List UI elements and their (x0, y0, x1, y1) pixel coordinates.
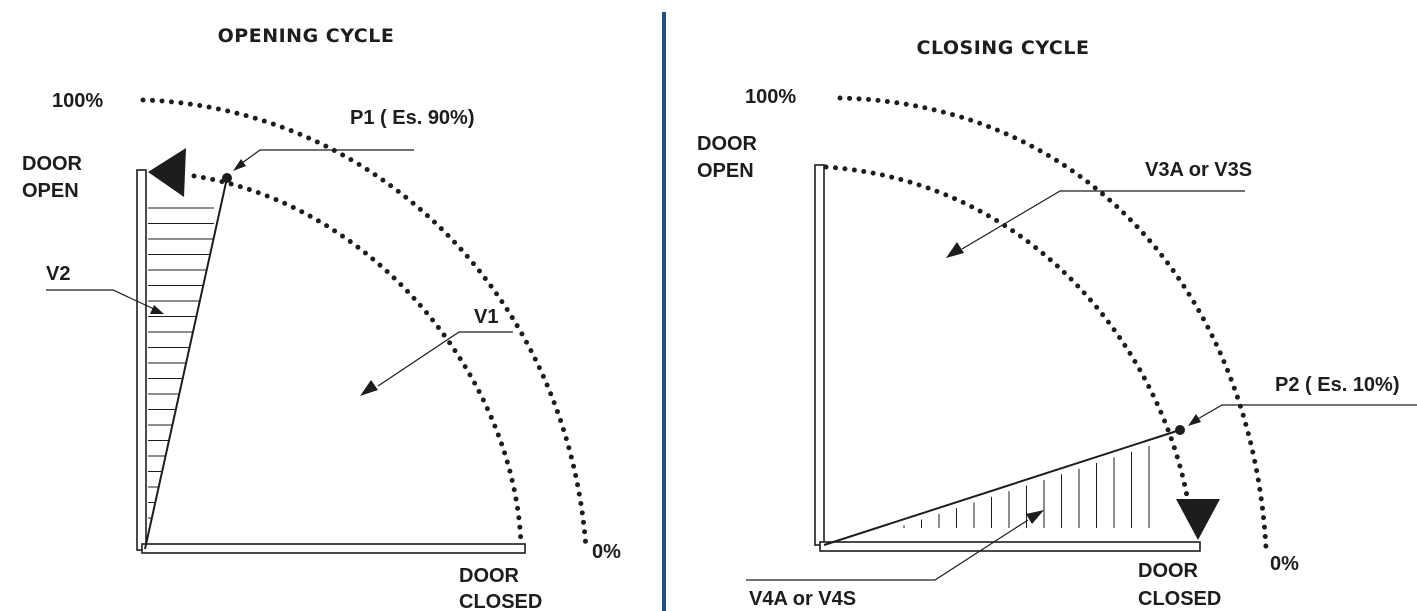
v2-leader-arrow (150, 305, 164, 314)
v2-speed-hatching (148, 207, 214, 519)
p2-leader-line (1195, 404, 1417, 421)
p1-label: P1 ( Es. 90%) (350, 107, 475, 129)
svg-text:OPEN: OPEN (22, 180, 79, 202)
door-open-position (814, 164, 825, 546)
svg-text:CLOSED: CLOSED (1138, 588, 1221, 610)
p1-point (222, 173, 232, 183)
v1-leader-line (377, 331, 513, 387)
opening-cycle-panel: OPENING CYCLE 100% 0% DOOR OPEN DOOR CLO… (22, 25, 621, 611)
closing-cycle-panel: CLOSING CYCLE 100% 0% DOOR OPEN DOOR CLO… (697, 37, 1417, 610)
svg-text:DOOR: DOOR (22, 153, 83, 175)
door-open-label: DOOR OPEN (697, 133, 758, 182)
v2-leader-line (46, 289, 155, 310)
label-100-percent: 100% (745, 86, 796, 108)
opening-title: OPENING CYCLE (218, 25, 395, 47)
svg-text:OPEN: OPEN (697, 160, 754, 182)
door-open-position (136, 169, 147, 551)
closing-title: CLOSING CYCLE (917, 37, 1090, 59)
v3-leader-arrow (946, 242, 964, 258)
v2-label: V2 (46, 263, 70, 285)
svg-text:CLOSED: CLOSED (459, 591, 542, 611)
closing-arrow-head (1176, 499, 1220, 540)
inner-travel-arc (823, 164, 1193, 517)
door-closed-label: DOOR CLOSED (1138, 560, 1221, 610)
v4-ramp-line (823, 429, 1181, 546)
p1-leader-line (237, 149, 414, 167)
opening-arrow-head (148, 148, 186, 197)
v1-label: V1 (474, 306, 498, 328)
svg-text:DOOR: DOOR (1138, 560, 1199, 582)
v4-leader-arrow (1026, 510, 1044, 524)
door-open-label: DOOR OPEN (22, 153, 83, 202)
v4-speed-hatching (903, 446, 1150, 528)
p2-label: P2 ( Es. 10%) (1275, 374, 1400, 396)
v4-label: V4A or V4S (749, 588, 856, 610)
p2-leader-arrow (1188, 414, 1201, 426)
v3-label: V3A or V3S (1145, 159, 1252, 181)
v1-leader-arrow (360, 380, 378, 396)
v3-leader-line (961, 190, 1245, 250)
door-closed-position (141, 543, 526, 554)
door-closed-position (819, 541, 1201, 552)
v4-leader-line (746, 519, 1029, 581)
outer-travel-arc (837, 95, 1269, 551)
v2-ramp-line (144, 177, 228, 550)
svg-text:DOOR: DOOR (697, 133, 758, 155)
label-0-percent: 0% (592, 541, 621, 563)
p2-point (1175, 425, 1185, 435)
label-0-percent: 0% (1270, 553, 1299, 575)
inner-travel-arc (191, 173, 524, 549)
outer-travel-arc (140, 97, 589, 551)
door-closed-label: DOOR CLOSED (459, 565, 542, 611)
label-100-percent: 100% (52, 90, 103, 112)
p1-leader-arrow (233, 159, 246, 171)
svg-text:DOOR: DOOR (459, 565, 520, 587)
